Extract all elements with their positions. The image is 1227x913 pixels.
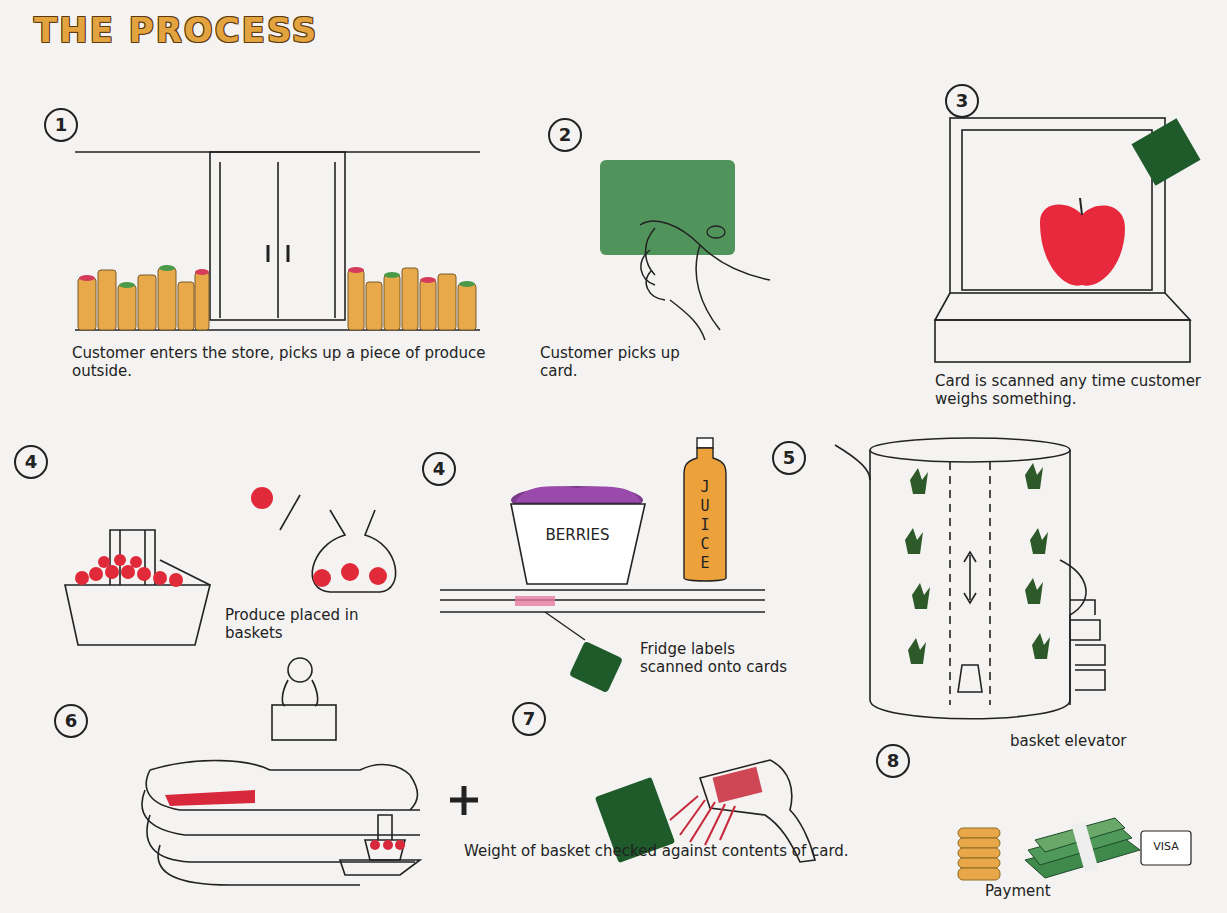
step-caption: Customer enters the store, picks up a pi… (72, 344, 502, 380)
callout-number: 3 (945, 84, 979, 118)
step-caption: basket elevator (1010, 732, 1170, 750)
step-caption: Card is scanned any time customer weighs… (935, 372, 1227, 408)
callout-number: 2 (548, 118, 582, 152)
node-text: VISA (1140, 840, 1192, 853)
callout-number: 6 (54, 704, 88, 738)
callout-number: 8 (876, 744, 910, 778)
berries-basket: BERRIES (505, 478, 650, 588)
callout-number: 4 (14, 445, 48, 479)
step-caption: Payment (985, 882, 1105, 900)
node-text: JUICE (700, 478, 709, 573)
visa-card: VISA (1140, 830, 1192, 866)
callout-number: 7 (512, 702, 546, 736)
callout-number: 1 (44, 108, 78, 142)
callout-number: 4 (422, 452, 456, 486)
juice-bottle: JUICE (680, 436, 730, 584)
diagram-title: THE PROCESS (34, 10, 318, 50)
node-text: BERRIES (505, 526, 650, 544)
callout-number: 5 (772, 441, 806, 475)
step-caption: Fridge labels scanned onto cards (640, 640, 800, 676)
step-caption: Weight of basket checked against content… (464, 842, 884, 860)
step-caption: Produce placed in baskets (225, 606, 415, 642)
step-caption: Customer picks up card. (540, 344, 680, 380)
